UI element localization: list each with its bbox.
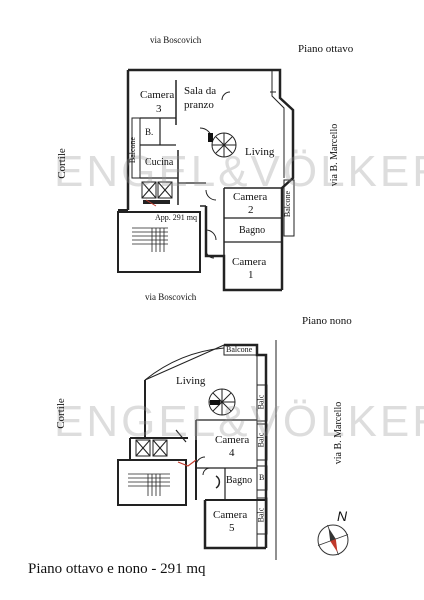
balc-1-ninth: Balc xyxy=(256,394,266,410)
room-sala-pranzo-line2: pranzo xyxy=(184,99,214,111)
street-label-bottom: via Boscovich xyxy=(145,292,197,302)
room-bagno-ninth: Bagno xyxy=(226,475,253,486)
room-camera-3-number: 3 xyxy=(156,103,162,115)
street-label-right-eighth: via B. Marcello xyxy=(329,123,341,187)
ninth-floor-plan xyxy=(117,343,268,550)
compass xyxy=(317,524,349,556)
watermark-ninth: ENGEL&VÖLKERS xyxy=(54,397,424,446)
room-cucina: Cucina xyxy=(145,157,174,168)
floor-label-eighth: Piano ottavo xyxy=(298,43,354,55)
eighth-floor-plan xyxy=(117,68,295,292)
balc-3-ninth: Balc xyxy=(256,507,266,523)
compass-north-label: N xyxy=(337,508,348,524)
room-camera-1-number: 1 xyxy=(248,269,254,281)
room-b-eighth: B. xyxy=(145,127,154,137)
balcone-left-eighth: Balcone xyxy=(128,136,138,164)
room-bagno-eighth: Bagno xyxy=(239,225,266,236)
room-camera-2-number: 2 xyxy=(248,204,254,216)
room-camera-3-name: Camera xyxy=(140,89,175,101)
room-camera-1-name: Camera xyxy=(232,256,267,268)
room-living-ninth: Living xyxy=(176,375,206,387)
watermark-eighth: ENGEL&VÖLKERS xyxy=(54,147,424,196)
floor-label-ninth: Piano nono xyxy=(302,315,352,327)
apartment-size-label: App. 291 mq xyxy=(155,213,197,222)
balcone-right-eighth: Balcone xyxy=(283,190,293,218)
street-label-right-ninth: via B. Marcello xyxy=(333,401,345,465)
courtyard-label-ninth: Cortile xyxy=(54,398,67,429)
room-sala-pranzo-line1: Sala da xyxy=(184,85,217,97)
street-label-top: via Boscovich xyxy=(150,35,202,45)
room-b-ninth: B xyxy=(259,473,265,482)
balcone-top-ninth: Balcone xyxy=(226,345,253,354)
balc-2-ninth: Balc xyxy=(256,432,266,448)
room-camera-4-number: 4 xyxy=(229,447,235,459)
room-camera-5-name: Camera xyxy=(213,509,248,521)
courtyard-label-eighth: Cortile xyxy=(55,148,68,179)
plan-caption: Piano ottavo e nono - 291 mq xyxy=(28,561,206,577)
room-living-eighth: Living xyxy=(245,146,275,158)
room-camera-2-name: Camera xyxy=(233,191,268,203)
room-camera-5-number: 5 xyxy=(229,522,235,534)
room-camera-4-name: Camera xyxy=(215,434,250,446)
